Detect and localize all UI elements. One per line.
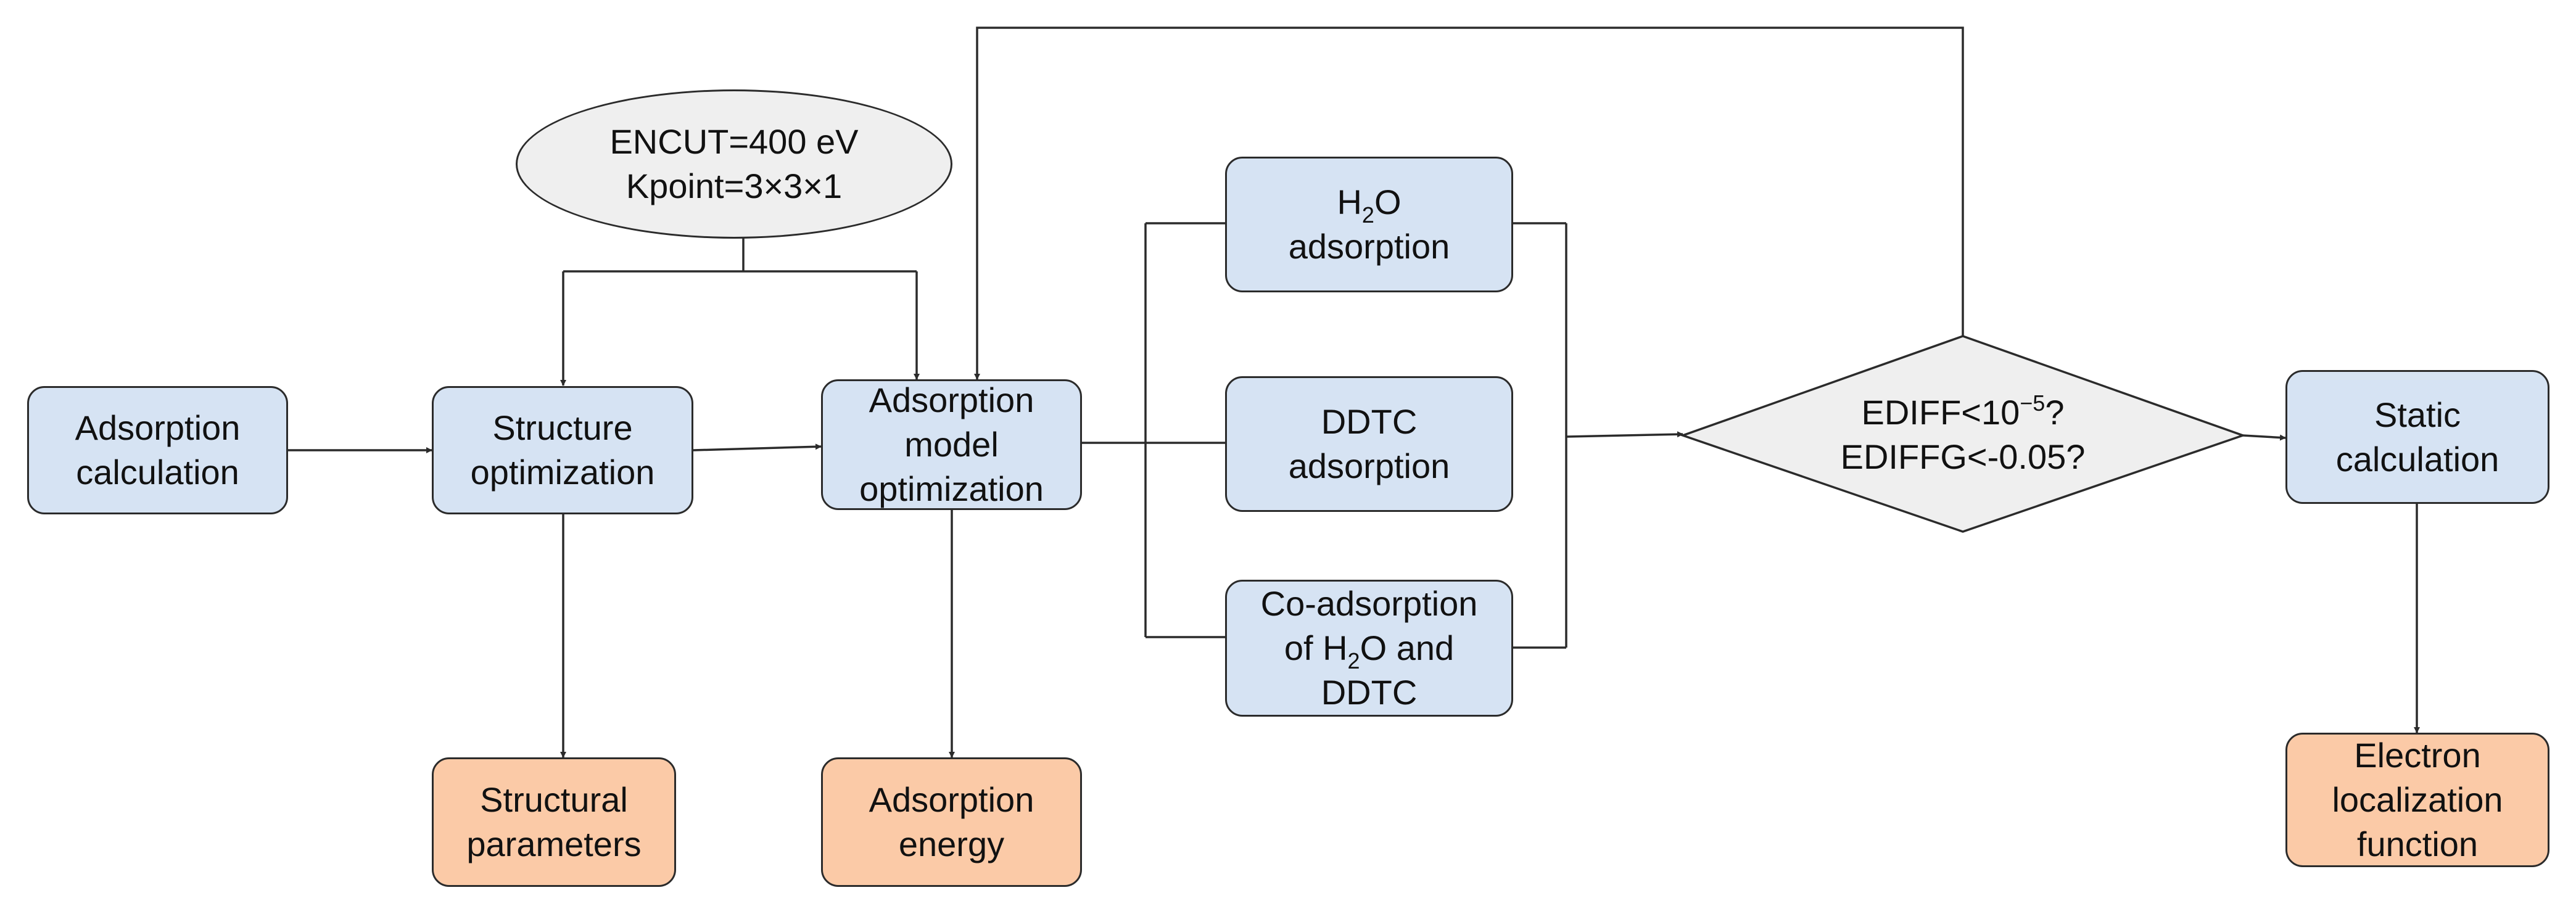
node-adsorption-model-optimization: Adsorption model optimization <box>821 379 1082 510</box>
node-label-line: DDTC <box>1321 673 1418 712</box>
node-label-line: calculation <box>2335 439 2500 479</box>
node-label-line: optimization <box>470 453 655 492</box>
node-label-line: Adsorption <box>75 408 241 447</box>
node-label-line: H2O <box>1337 183 1402 228</box>
parameter-encut: ENCUT=400 eV <box>609 122 859 161</box>
node-label-line: parameters <box>466 825 642 863</box>
node-label-line: DDTC <box>1321 402 1418 441</box>
decision-diamond <box>1679 335 2247 533</box>
node-co-adsorption: Co-adsorption of H2O and DDTC <box>1225 580 1513 717</box>
node-static-calculation: Static calculation <box>2285 370 2549 504</box>
node-label-line: Adsorption <box>869 780 1034 819</box>
decision-line-ediff: EDIFF<10−5? <box>1861 390 2065 432</box>
node-label-line: Adsorption <box>869 381 1034 419</box>
arrow-merge-to-decision <box>1566 431 1683 438</box>
node-label-line: Static <box>2374 395 2461 434</box>
arrow-feedback-loop <box>974 27 1964 380</box>
arrow-structure-to-model <box>693 443 822 451</box>
node-label-line: Structure <box>492 408 633 447</box>
parameter-kpoint: Kpoint=3×3×1 <box>625 167 843 205</box>
parameters-ellipse: ENCUT=400 eV Kpoint=3×3×1 <box>516 89 952 239</box>
node-structural-parameters: Structural parameters <box>432 757 676 887</box>
node-ddtc-adsorption: DDTC adsorption <box>1225 376 1513 512</box>
arrow-decision-to-static <box>2242 434 2286 441</box>
node-label-line: of H2O and <box>1284 628 1455 673</box>
node-electron-localization-function: Electron localization function <box>2285 733 2549 867</box>
node-label-line: model <box>904 425 999 464</box>
node-adsorption-energy: Adsorption energy <box>821 757 1082 887</box>
node-label-line: calculation <box>76 453 239 492</box>
node-structure-optimization: Structure optimization <box>432 386 693 514</box>
node-label-line: Structural <box>480 780 628 819</box>
node-label-line: optimization <box>859 469 1044 508</box>
node-adsorption-calculation: Adsorption calculation <box>27 386 288 514</box>
node-label-line: Co-adsorption <box>1260 584 1478 623</box>
decision-label: EDIFF<10−5? EDIFFG<-0.05? <box>1758 376 2168 493</box>
node-label-line: function <box>2356 825 2479 863</box>
node-label-line: localization <box>2332 780 2503 819</box>
node-label-line: energy <box>898 825 1005 863</box>
node-label-line: adsorption <box>1288 447 1450 485</box>
node-label-line: adsorption <box>1288 227 1450 266</box>
node-label-line: Electron <box>2354 736 2481 775</box>
decision-line-ediffg: EDIFFG<-0.05? <box>1840 437 2086 476</box>
node-h2o-adsorption: H2O adsorption <box>1225 157 1513 292</box>
